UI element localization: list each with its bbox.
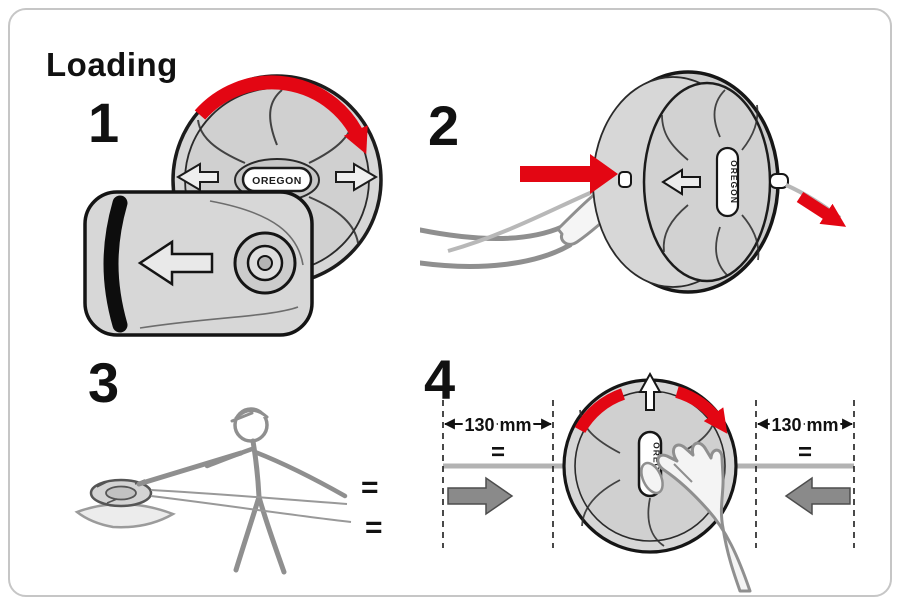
gripping-hand <box>640 441 752 593</box>
entry-eyelet <box>618 171 632 188</box>
fingertip <box>640 461 664 495</box>
right-dimension-label: 130 mm <box>771 415 838 435</box>
step2-number: 2 <box>428 94 460 157</box>
right-leg <box>256 494 287 575</box>
push-left-arrow-icon <box>784 476 851 516</box>
pull-through-arrow-icon <box>796 191 847 227</box>
left-eyelet-arrow-icon <box>176 162 219 192</box>
body-contour-line <box>209 200 304 266</box>
step3-illustration: = = <box>74 407 383 575</box>
rotate-clockwise-arrow-icon <box>194 75 368 155</box>
step2-illustration: OREGON <box>420 70 847 294</box>
left-arm <box>204 446 255 469</box>
insert-line-arrow-icon <box>520 154 618 194</box>
brand-text: OREGON <box>652 442 662 486</box>
up-arrow-icon <box>638 371 662 411</box>
stretched-line-ends <box>150 489 352 523</box>
page-title: Loading <box>46 46 178 83</box>
brand-text: OREGON <box>252 175 302 187</box>
spool-side-view <box>83 190 314 337</box>
torso <box>250 438 262 500</box>
right-arm <box>252 449 348 499</box>
body-contour-line <box>139 306 299 329</box>
equal-length-mark: = <box>798 439 812 466</box>
operator-figure <box>204 407 348 575</box>
brand-pill: OREGON <box>241 166 313 193</box>
eyelet-hole <box>257 255 273 271</box>
brand-text: OREGON <box>729 160 739 204</box>
equal-length-mark: = <box>365 511 383 544</box>
trimmer-head-small <box>89 478 153 508</box>
step4-number: 4 <box>424 348 456 411</box>
spool-three-quarter-view: OREGON <box>592 70 789 294</box>
step1-number: 1 <box>88 91 120 154</box>
rubber-rim-band <box>103 195 128 333</box>
measure-guides <box>442 400 855 548</box>
left-leg <box>233 494 262 573</box>
hand-palm <box>656 441 752 593</box>
hand-holding-line <box>420 189 620 269</box>
rotate-clockwise-arrow-icon <box>675 386 728 434</box>
step3-number: 3 <box>88 351 120 414</box>
step4-illustration: 130 mm 130 mm = = OREGON <box>442 371 855 593</box>
ground-mound <box>74 502 176 529</box>
equal-length-mark: = <box>491 439 505 466</box>
brand-pill: OREGON <box>715 146 740 218</box>
right-eyelet-arrow-icon <box>335 162 378 192</box>
slide-direction-arrow-icon <box>137 239 214 287</box>
step1-illustration: OREGON <box>83 74 383 337</box>
exit-eyelet <box>769 173 789 189</box>
push-right-arrow-icon <box>447 476 514 516</box>
left-dimension-label: 130 mm <box>464 415 531 435</box>
rotate-arrow-segment-icon <box>574 388 626 434</box>
spool-spokes <box>661 89 760 276</box>
feed-direction-arrow-icon <box>661 168 701 196</box>
knuckle-line <box>673 463 693 483</box>
cap-brim <box>230 411 254 423</box>
equal-length-mark: = <box>361 471 379 504</box>
